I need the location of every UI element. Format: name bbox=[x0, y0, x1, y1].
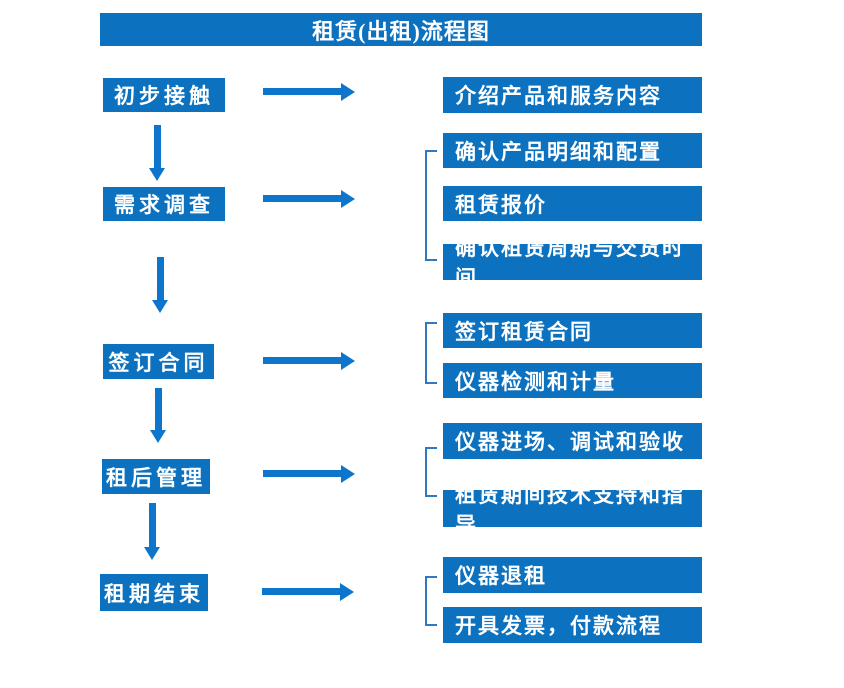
step-lease-end: 租期结束 bbox=[100, 574, 208, 611]
down-arrow-2 bbox=[152, 257, 169, 313]
bracket-connector-1 bbox=[425, 150, 437, 261]
right-arrow-1 bbox=[263, 83, 355, 101]
down-arrow-3 bbox=[150, 388, 167, 443]
down-arrow-2-head bbox=[152, 300, 168, 313]
right-arrow-1-shaft bbox=[263, 88, 341, 95]
right-arrow-2-head bbox=[341, 190, 355, 208]
detail-instrument-entry-acceptance: 仪器进场、调试和验收 bbox=[443, 423, 702, 459]
right-arrow-5 bbox=[262, 583, 354, 601]
detail-instrument-return: 仪器退租 bbox=[443, 557, 702, 593]
down-arrow-1 bbox=[149, 125, 166, 181]
down-arrow-4 bbox=[144, 503, 161, 560]
down-arrow-2-shaft bbox=[157, 257, 164, 300]
right-arrow-4-head bbox=[341, 465, 355, 483]
step-post-rental-management: 租后管理 bbox=[102, 459, 210, 494]
page-title: 租赁(出租)流程图 bbox=[312, 18, 490, 44]
right-arrow-3-head bbox=[341, 352, 355, 370]
right-arrow-2-shaft bbox=[263, 195, 341, 202]
detail-introduce-products: 介绍产品和服务内容 bbox=[443, 77, 702, 113]
right-arrow-1-head bbox=[341, 83, 355, 101]
detail-rental-quote: 租赁报价 bbox=[443, 186, 702, 221]
detail-sign-rental-contract: 签订租赁合同 bbox=[443, 313, 702, 348]
down-arrow-3-head bbox=[150, 430, 166, 443]
down-arrow-3-shaft bbox=[155, 388, 162, 430]
detail-tech-support: 租赁期间技术支持和指导 bbox=[443, 483, 702, 537]
bracket-connector-4 bbox=[425, 576, 437, 626]
right-arrow-4-shaft bbox=[263, 470, 341, 477]
bracket-connector-3 bbox=[425, 447, 437, 497]
bracket-connector-2 bbox=[425, 322, 437, 384]
right-arrow-2 bbox=[263, 190, 355, 208]
step-initial-contact: 初步接触 bbox=[103, 78, 225, 112]
right-arrow-5-shaft bbox=[262, 588, 340, 595]
detail-confirm-product-details: 确认产品明细和配置 bbox=[443, 133, 702, 168]
detail-invoice-payment: 开具发票，付款流程 bbox=[443, 607, 702, 643]
right-arrow-5-head bbox=[340, 583, 354, 601]
title-bar: 租赁(出租)流程图 bbox=[100, 13, 702, 46]
down-arrow-1-head bbox=[149, 168, 165, 181]
detail-confirm-rental-period: 确认租赁周期与交货时间 bbox=[443, 236, 702, 290]
step-demand-survey: 需求调查 bbox=[103, 187, 225, 221]
right-arrow-3-shaft bbox=[263, 357, 341, 364]
down-arrow-4-shaft bbox=[149, 503, 156, 547]
down-arrow-4-head bbox=[144, 547, 160, 560]
right-arrow-4 bbox=[263, 465, 355, 483]
down-arrow-1-shaft bbox=[154, 125, 161, 168]
right-arrow-3 bbox=[263, 352, 355, 370]
step-sign-contract: 签订合同 bbox=[103, 344, 214, 379]
detail-instrument-testing: 仪器检测和计量 bbox=[443, 363, 702, 398]
